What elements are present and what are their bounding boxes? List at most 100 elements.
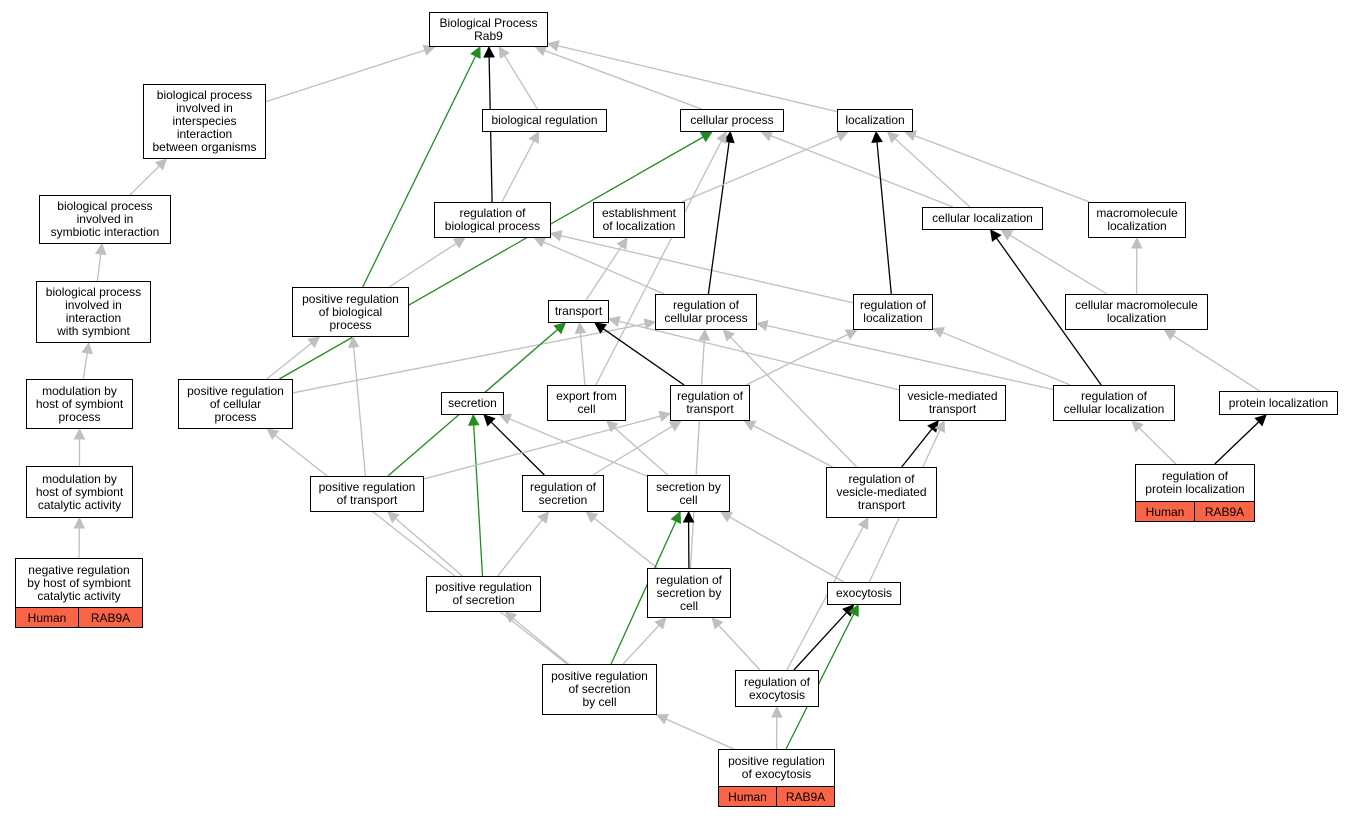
go-term-neg-reg-host[interactable]: negative regulation by host of symbiont … — [15, 558, 143, 608]
edge-mod-host-to-bp-symbiont — [82, 352, 88, 380]
edge-pos-reg-transport-to-reg-transport — [423, 415, 661, 480]
edge-reg-sec-cell-to-reg-cell-proc — [689, 339, 705, 569]
edge-reg-cell-loc-to-reg-loc — [941, 331, 1071, 386]
edge-reg-bio-to-bio-reg — [501, 140, 535, 203]
edge-layer — [73, 40, 1267, 750]
go-term-cell-loc[interactable]: cellular localization — [922, 207, 1043, 230]
edge-pos-reg-secretion-to-reg-secretion — [497, 519, 543, 577]
arrowhead-secretion-cell-to-export-cell — [605, 420, 619, 433]
go-term-reg-exocytosis[interactable]: regulation of exocytosis — [735, 670, 819, 707]
edge-reg-exocytosis-to-reg-sec-cell — [718, 624, 761, 671]
edge-protein-loc-to-cell-macro-loc — [1172, 334, 1261, 392]
edge-pos-reg-sec-cell-to-secretion-cell — [610, 520, 677, 665]
arrowhead-pos-reg-exo-to-exocytosis — [848, 603, 859, 618]
arrowhead-reg-protein-loc-to-reg-cell-loc — [1131, 420, 1144, 433]
edge-cell-macro-loc-to-cell-loc — [1009, 234, 1108, 295]
arrowhead-pos-reg-sec-cell-to-secretion-cell — [670, 510, 682, 524]
edge-reg-protein-loc-to-protein-loc — [1214, 421, 1260, 465]
go-term-export-cell[interactable]: export from cell — [547, 385, 626, 421]
go-term-reg-secretion[interactable]: regulation of secretion — [522, 475, 604, 512]
arrowhead-reg-cell-loc-to-reg-loc — [931, 327, 945, 338]
arrowhead-reg-exocytosis-to-reg-vesicle — [857, 517, 869, 531]
go-term-pos-reg-secretion[interactable]: positive regulation of secretion — [426, 576, 541, 612]
go-term-protein-loc[interactable]: protein localization — [1219, 391, 1338, 415]
arrowhead-mod-host-cat-to-mod-host — [73, 427, 86, 440]
go-term-pos-reg-transport[interactable]: positive regulation of transport — [310, 476, 424, 512]
edge-exocytosis-to-secretion-cell — [729, 516, 845, 583]
go-term-reg-loc[interactable]: regulation of localization — [853, 294, 933, 330]
arrowhead-pos-reg-cell-to-reg-cell-proc — [643, 318, 657, 330]
go-term-pos-reg-bio[interactable]: positive regulation of biological proces… — [292, 287, 409, 337]
arrowhead-bp-interspecies-to-root — [422, 44, 436, 56]
go-term-secretion[interactable]: secretion — [441, 392, 504, 415]
go-term-reg-bio[interactable]: regulation of biological process — [434, 202, 551, 238]
arrowhead-export-cell-to-transport — [574, 321, 587, 334]
go-term-bio-reg[interactable]: biological regulation — [482, 109, 607, 132]
arrowhead-cell-macro-loc-to-cell-loc — [1000, 229, 1014, 241]
edge-localization-to-root — [557, 45, 838, 113]
arrowhead-bp-symbiont-to-bp-symbiotic — [94, 242, 107, 256]
go-term-cell-macro-loc[interactable]: cellular macromolecule localization — [1065, 294, 1208, 330]
go-term-reg-cell-proc[interactable]: regulation of cellular process — [655, 294, 757, 330]
edge-reg-vesicle-to-reg-transport — [753, 425, 833, 468]
arrowhead-cell-loc-to-localization — [886, 131, 900, 144]
edge-reg-cell-loc-to-reg-cell-proc — [766, 324, 1054, 391]
arrowhead-reg-loc-to-reg-bio — [549, 230, 563, 242]
go-term-localization[interactable]: localization — [837, 109, 913, 132]
go-term-reg-sec-cell[interactable]: regulation of secretion by cell — [647, 568, 731, 618]
go-term-bp-interspecies[interactable]: biological process involved in interspec… — [143, 84, 266, 159]
edge-pos-reg-transport-to-pos-reg-bio — [353, 346, 367, 477]
arrowhead-reg-sec-cell-to-reg-cell-proc — [698, 328, 711, 341]
go-term-reg-transport[interactable]: regulation of transport — [670, 385, 750, 421]
edge-pos-reg-exo-to-pos-reg-sec-cell — [665, 718, 734, 750]
go-term-mod-host-cat[interactable]: modulation by host of symbiont catalytic… — [26, 466, 133, 518]
go-term-mod-host[interactable]: modulation by host of symbiont process — [26, 379, 133, 429]
edge-reg-transport-to-transport — [602, 328, 685, 386]
edge-cell-loc-to-localization — [894, 138, 971, 208]
go-term-secretion-cell[interactable]: secretion by cell — [647, 475, 730, 512]
arrowhead-bp-symbiotic-to-bp-interspecies — [154, 158, 168, 171]
go-term-reg-cell-loc[interactable]: regulation of cellular localization — [1053, 385, 1175, 421]
arrowhead-estab-loc-to-localization — [835, 130, 849, 142]
go-term-estab-loc[interactable]: establishment of localization — [593, 202, 685, 238]
arrowhead-reg-cell-loc-to-cell-loc — [990, 229, 1002, 242]
arrowhead-reg-bio-to-root — [483, 45, 495, 58]
go-term-exocytosis[interactable]: exocytosis — [827, 582, 901, 605]
edge-pos-reg-secretion-to-pos-reg-transport — [395, 518, 463, 577]
edge-reg-loc-to-reg-bio — [560, 235, 854, 304]
arrowhead-macro-loc-to-localization — [904, 130, 918, 142]
arrowhead-reg-exocytosis-to-reg-sec-cell — [711, 617, 724, 630]
arrowhead-pos-reg-bio-to-reg-bio — [452, 237, 466, 249]
go-term-root[interactable]: Biological Process Rab9 — [429, 12, 548, 47]
arrowhead-pos-reg-bio-to-root — [470, 45, 481, 60]
edge-pos-reg-exo-to-exocytosis — [785, 613, 855, 750]
go-term-transport[interactable]: transport — [548, 300, 609, 323]
go-term-reg-protein-loc[interactable]: regulation of protein localization — [1135, 464, 1255, 502]
edge-reg-exocytosis-to-reg-vesicle — [786, 526, 864, 671]
go-term-macro-loc[interactable]: macromolecule localization — [1088, 202, 1186, 238]
go-term-vesicle-transport[interactable]: vesicle-mediated transport — [899, 385, 1006, 421]
go-term-pos-reg-cell[interactable]: positive regulation of cellular process — [178, 379, 293, 429]
go-term-pos-reg-sec-cell[interactable]: positive regulation of secretion by cell — [542, 664, 657, 715]
go-term-bp-symbiotic[interactable]: biological process involved in symbiotic… — [39, 195, 171, 244]
go-term-cell-proc[interactable]: cellular process — [680, 109, 784, 132]
arrowhead-transport-to-estab-loc — [616, 237, 628, 250]
edge-export-cell-to-transport — [579, 332, 586, 386]
arrowhead-pos-reg-transport-to-reg-transport — [658, 410, 672, 422]
edge-pos-reg-cell-to-cell-proc — [278, 136, 704, 380]
go-term-pos-reg-exo[interactable]: positive regulation of exocytosis — [718, 749, 835, 787]
arrowhead-reg-cell-loc-to-reg-cell-proc — [755, 320, 769, 332]
annotation-organism-pos-reg-exo: Human — [718, 786, 777, 807]
go-term-bp-symbiont[interactable]: biological process involved in interacti… — [36, 281, 151, 343]
arrowhead-pos-reg-exo-to-pos-reg-sec-cell — [655, 713, 669, 725]
arrowhead-reg-vesicle-to-reg-transport — [743, 420, 757, 432]
arrowhead-mod-host-to-bp-symbiont — [81, 341, 93, 355]
edge-pos-reg-secretion-to-secretion — [473, 424, 484, 577]
edge-export-cell-to-cell-proc — [595, 140, 723, 386]
arrowhead-pos-reg-secretion-to-secretion — [467, 413, 480, 426]
arrowhead-neg-reg-host-to-mod-host-cat — [73, 516, 86, 529]
edge-reg-loc-to-localization — [876, 141, 892, 295]
edge-reg-sec-cell-to-reg-secretion — [593, 517, 658, 569]
go-term-reg-vesicle[interactable]: regulation of vesicle-mediated transport — [826, 467, 937, 518]
